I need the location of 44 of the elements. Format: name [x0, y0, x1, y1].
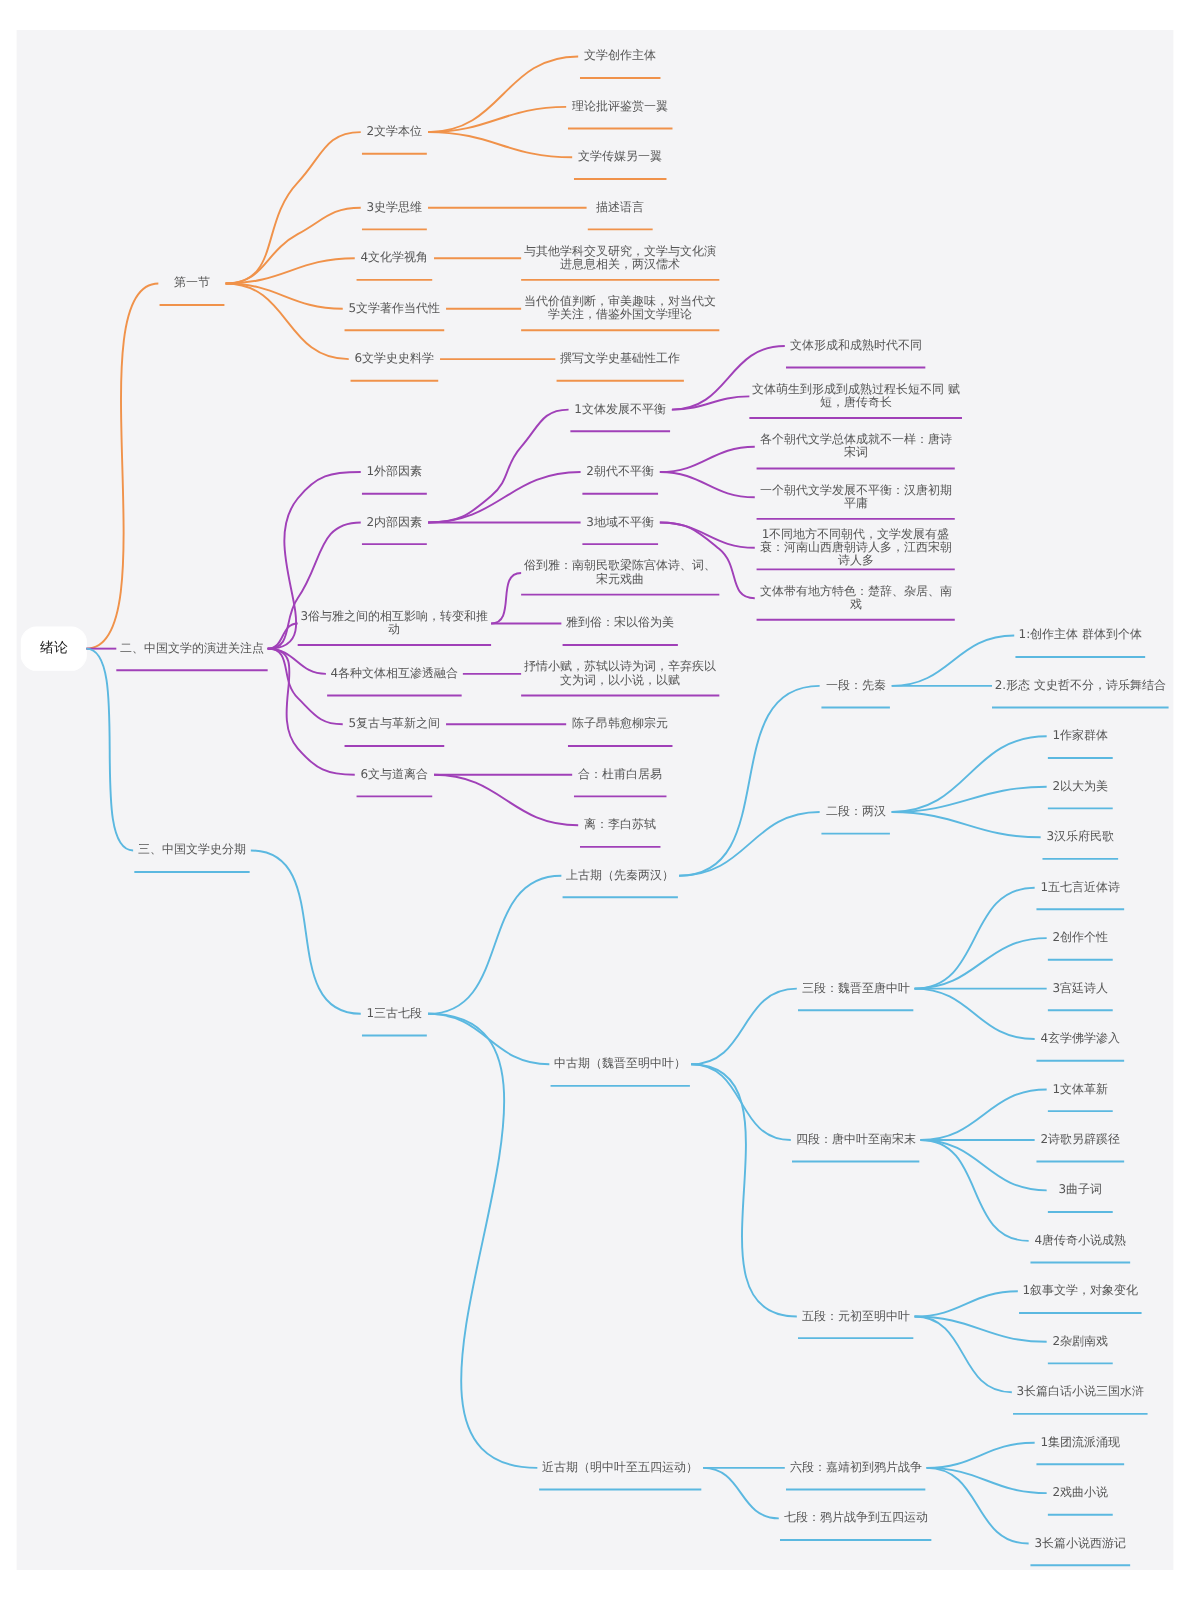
connector — [427, 206, 588, 209]
connector — [445, 723, 568, 726]
connector — [702, 1466, 780, 1520]
connector — [266, 471, 362, 650]
connector — [919, 1139, 1030, 1242]
connector — [658, 521, 756, 600]
connector — [445, 307, 523, 310]
connector — [224, 257, 356, 285]
connector — [439, 358, 557, 361]
connector — [266, 521, 362, 650]
connector — [224, 282, 350, 361]
connector — [490, 572, 523, 625]
connector — [224, 206, 362, 285]
connector — [678, 811, 821, 877]
connector — [670, 344, 786, 411]
connector — [890, 811, 1042, 839]
connector — [658, 471, 756, 499]
connector — [913, 987, 1036, 1040]
connector — [266, 647, 356, 776]
connector — [678, 684, 821, 877]
connector — [690, 987, 798, 1066]
connector — [427, 1012, 539, 1469]
connector — [266, 622, 299, 650]
connector — [890, 684, 993, 687]
connector — [890, 634, 1016, 687]
connector — [433, 773, 580, 827]
connector — [427, 521, 582, 524]
connector — [925, 1466, 1030, 1545]
connector — [913, 1315, 1013, 1394]
connector — [690, 1063, 792, 1141]
connector — [490, 622, 563, 625]
connector — [433, 257, 523, 260]
connector — [670, 395, 751, 411]
connector — [224, 131, 362, 285]
connector — [427, 471, 582, 524]
connector — [85, 647, 118, 650]
connector — [427, 131, 574, 159]
connector — [85, 647, 135, 852]
connector — [85, 282, 160, 650]
connector — [461, 672, 523, 675]
connector — [690, 1063, 798, 1318]
connector — [913, 937, 1048, 990]
connector — [249, 849, 362, 1015]
connector — [913, 1290, 1019, 1318]
